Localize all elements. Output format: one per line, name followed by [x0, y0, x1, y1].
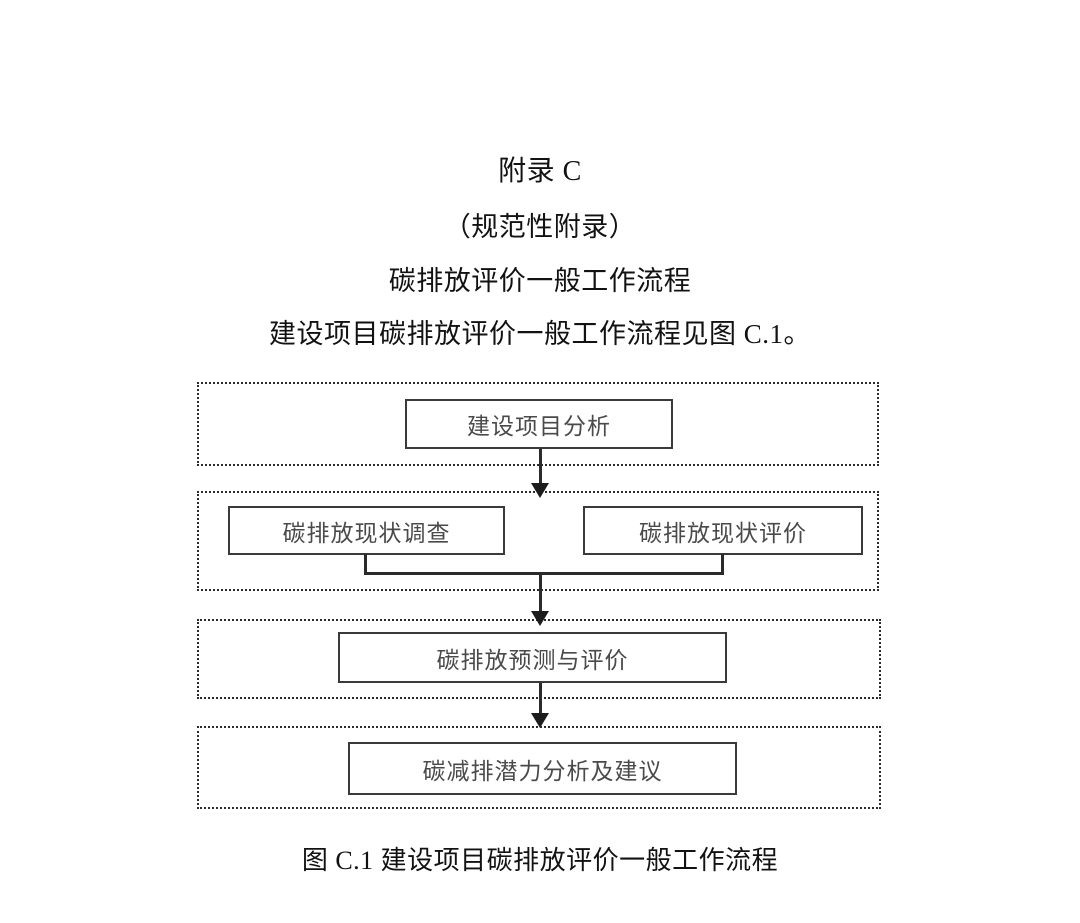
flow-node-construction-project-analysis: 建设项目分析: [405, 399, 673, 449]
flow-node-carbon-emission-prediction-and-assessment: 碳排放预测与评价: [338, 632, 727, 683]
arrow-down-3-stem: [539, 683, 542, 715]
merge-connector-bar: [364, 572, 724, 575]
flow-node-carbon-emission-status-assessment: 碳排放现状评价: [583, 506, 863, 555]
section-title: 碳排放评价一般工作流程: [388, 266, 692, 296]
normative-note: （规范性附录）: [443, 212, 637, 242]
arrow-down-2-head: [531, 611, 549, 626]
appendix-heading-block: 附录 C （规范性附录） 碳排放评价一般工作流程 建设项目碳排放评价一般工作流程…: [0, 158, 1080, 348]
arrow-down-2-stem: [539, 572, 542, 613]
arrow-down-3-head: [531, 713, 549, 728]
arrow-down-1-head: [531, 483, 549, 498]
arrow-down-1-stem: [539, 449, 542, 485]
flow-stage-group-1: [197, 382, 879, 466]
merge-connector-left: [364, 554, 367, 575]
appendix-label: 附录 C: [498, 156, 582, 187]
figure-caption: 图 C.1 建设项目碳排放评价一般工作流程: [301, 846, 779, 875]
intro-text: 建设项目碳排放评价一般工作流程见图 C.1。: [268, 319, 811, 349]
flow-node-carbon-emission-status-survey: 碳排放现状调查: [228, 506, 505, 555]
flow-node-carbon-reduction-potential-analysis-and-recommendations: 碳减排潜力分析及建议: [348, 742, 737, 795]
merge-connector-right: [721, 554, 724, 575]
